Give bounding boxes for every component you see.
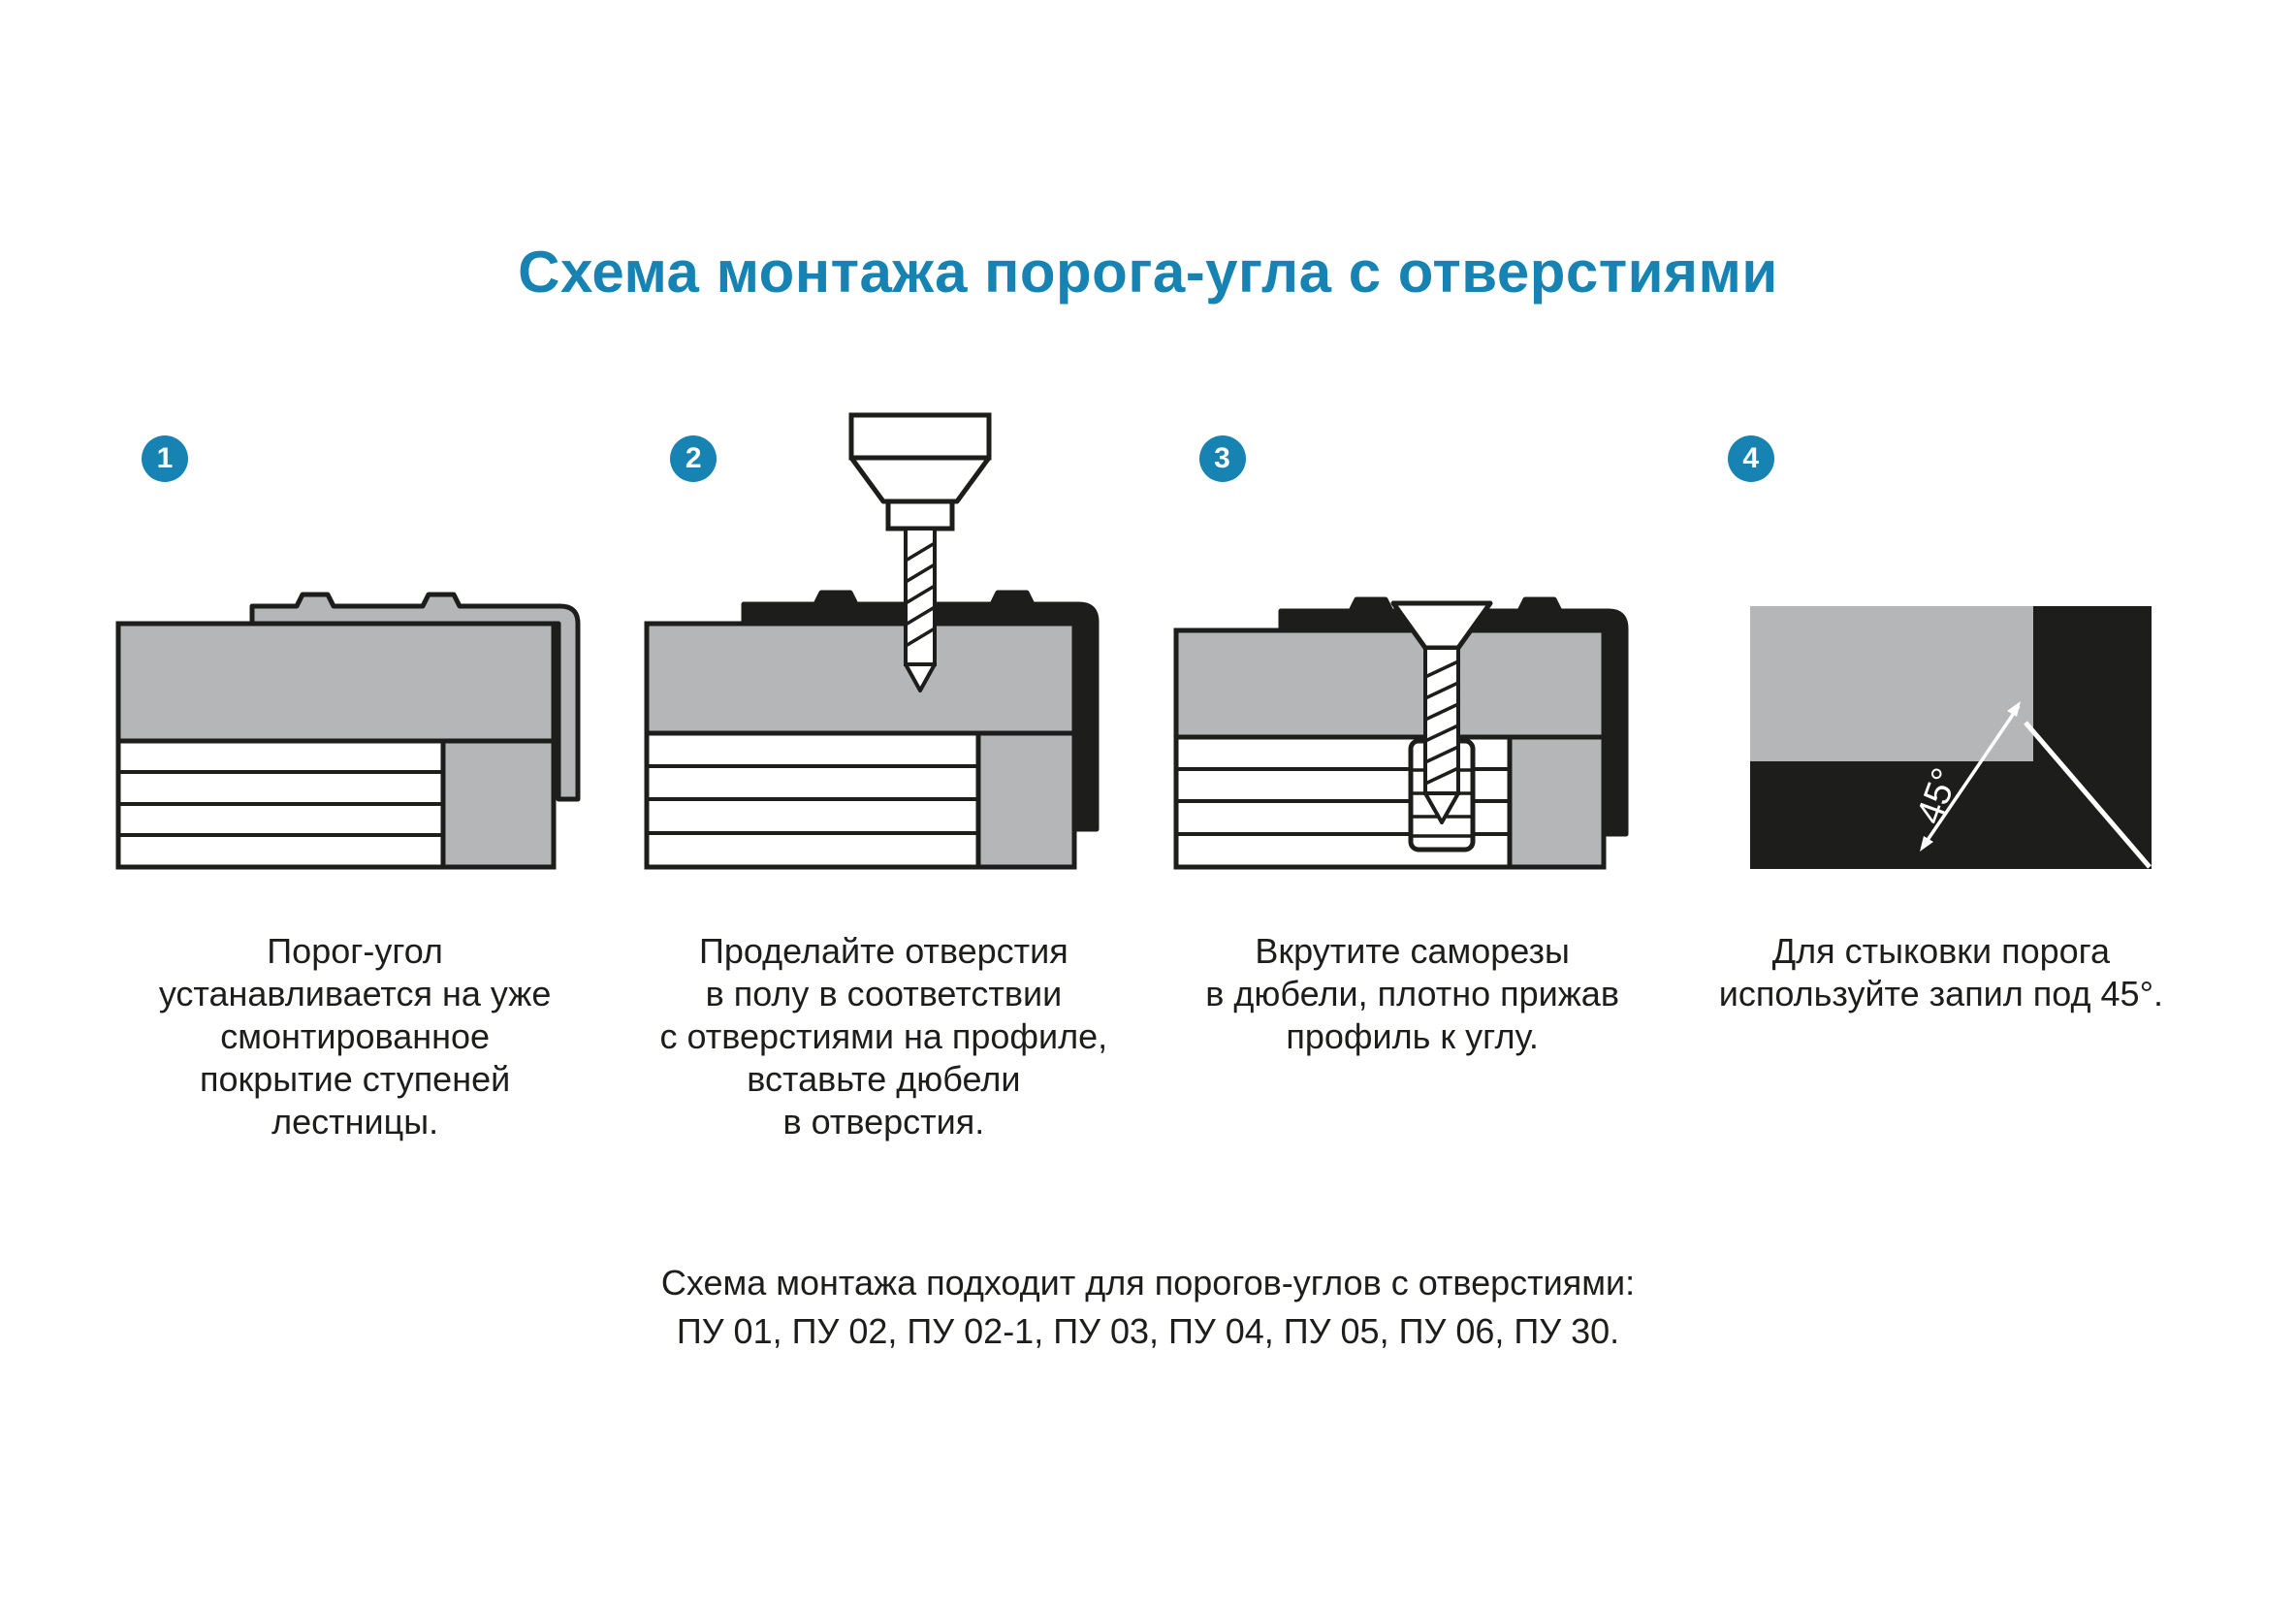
- footer-note: Схема монтажа подходит для порогов-углов…: [0, 1259, 2296, 1356]
- steps-row: 1 Порог-угол устанавливается на уже смон…: [112, 412, 2184, 1143]
- step-3-caption: Вкрутите саморезы в дюбели, плотно прижа…: [1205, 931, 1619, 1056]
- step-4-caption: Для стыковки порога используйте запил по…: [1718, 931, 2163, 1013]
- screw-cross-section-icon: [1173, 596, 1629, 870]
- step-2-illustration: [641, 407, 1126, 873]
- step-4: 4 45° Для стыковки порога используйте за…: [1699, 435, 2184, 1143]
- step-4-number-badge: 4: [1727, 435, 1774, 482]
- footer-line-1: Схема монтажа подходит для порогов-углов…: [660, 1263, 1636, 1302]
- step-1: 1 Порог-угол устанавливается на уже смон…: [112, 435, 597, 1143]
- screw-icon: [1390, 600, 1493, 824]
- step-1-illustration: [112, 407, 597, 873]
- miter-cut-diagram-icon: 45°: [1749, 606, 2152, 869]
- step-2: 2: [641, 412, 1126, 1143]
- drill-icon: [848, 412, 992, 692]
- step-3-number-badge: 3: [1198, 435, 1246, 482]
- page-title: Схема монтажа порога-угла с отверстиями: [518, 240, 1778, 305]
- step-1-number-badge: 1: [142, 435, 188, 482]
- footer-line-2: ПУ 01, ПУ 02, ПУ 02-1, ПУ 03, ПУ 04, ПУ …: [676, 1311, 1620, 1351]
- step-3-illustration: [1170, 407, 1655, 873]
- step-4-illustration: 45°: [1699, 407, 2184, 873]
- step-3: 3: [1170, 435, 1655, 1143]
- stair-cross-section-icon: [115, 592, 581, 870]
- drill-cross-section-icon: [644, 412, 1100, 870]
- step-2-caption: Проделайте отверстия в полу в соответств…: [659, 931, 1108, 1142]
- step-2-number-badge: 2: [670, 435, 718, 482]
- step-1-caption: Порог-угол устанавливается на уже смонти…: [158, 931, 552, 1142]
